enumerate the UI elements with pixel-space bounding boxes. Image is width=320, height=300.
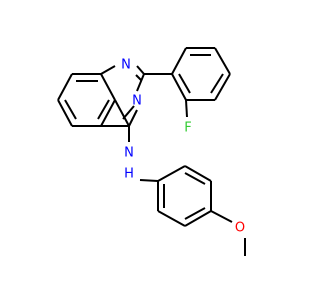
bond [139,179,159,182]
bond [57,73,73,101]
atom-label-n1: N [121,58,131,73]
atom-label-h: H [124,167,134,182]
bond [184,165,212,182]
atom-label-f: F [184,121,191,136]
bond [157,210,186,227]
molecule-structure: N N N H F O [57,47,246,256]
bond [128,109,138,127]
bond [214,47,231,75]
bond-inner [184,207,206,220]
bond [157,165,186,182]
bond-inner [64,99,77,120]
bond [184,210,212,227]
bond [171,73,187,101]
bond [210,210,233,223]
bond-inner [122,105,135,120]
bond [100,73,116,101]
bond-inner [135,74,142,81]
atom-label-o: O [235,221,245,236]
bond [136,73,145,92]
bond [171,47,187,75]
bond-inner [184,172,206,185]
atom-label-nh: N [124,146,134,161]
atom-label-n3: N [132,94,142,109]
bond [185,99,188,118]
bond [136,65,145,75]
bond-inner [178,73,191,94]
bond-inner [97,99,110,120]
bond [214,73,231,101]
bond [114,99,130,127]
bond [100,99,116,127]
bond [57,99,73,127]
bond-inner [210,73,224,94]
bond [100,65,116,75]
